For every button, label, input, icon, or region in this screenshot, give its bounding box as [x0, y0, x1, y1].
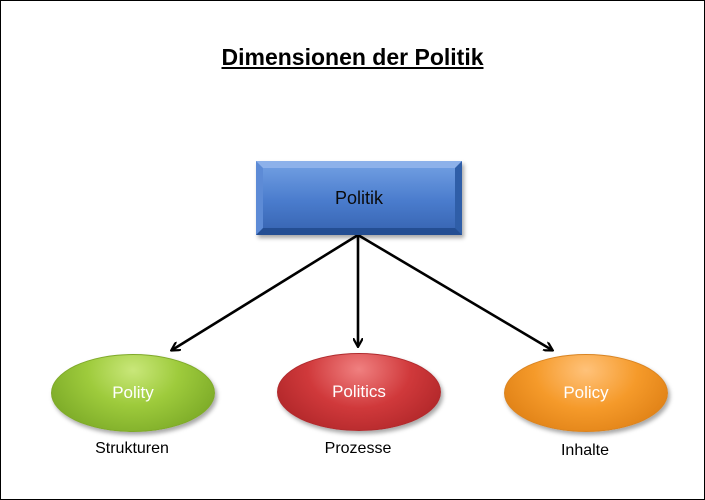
node-polity: Polity	[51, 354, 215, 432]
diagram-title: Dimensionen der Politik	[221, 44, 484, 70]
politics-sublabel: Prozesse	[324, 440, 392, 457]
node-politics-label: Politics	[332, 382, 386, 401]
node-policy-label: Policy	[563, 383, 609, 402]
policy-sublabel: Inhalte	[560, 442, 610, 459]
arrow-to-policy	[357, 233, 552, 350]
node-politics: Politics	[277, 353, 441, 431]
node-policy: Policy	[504, 354, 668, 432]
root-node-label: Politik	[334, 187, 383, 208]
node-polity-label: Polity	[112, 383, 154, 402]
arrow-to-polity	[172, 233, 359, 350]
root-node-politik: Politik	[256, 161, 462, 235]
polity-sublabel: Strukturen	[95, 440, 169, 457]
